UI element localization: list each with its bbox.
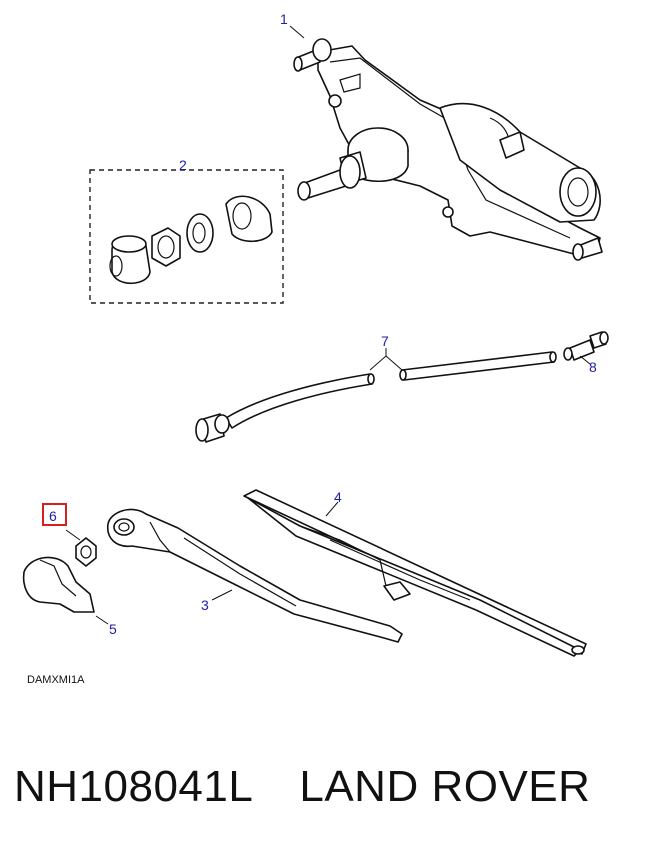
exploded-parts-diagram: 1 2 3 4 5 6 7 8 DAMXMI1A xyxy=(22,11,609,686)
callout-2: 2 xyxy=(179,157,187,173)
callout-6-highlight-box xyxy=(42,503,67,526)
callout-6: 6 xyxy=(49,508,57,524)
spindle-fixing-kit xyxy=(89,169,284,304)
kit-dashed-frame xyxy=(89,169,284,304)
wiper-arm xyxy=(107,508,403,643)
callout-5: 5 xyxy=(109,621,117,637)
part-number: NH108041L xyxy=(14,762,254,811)
leader-3 xyxy=(211,589,233,601)
callout-1: 1 xyxy=(280,11,288,27)
part-caption: NH108041L LAND ROVER xyxy=(14,762,590,812)
nut-cover-cap xyxy=(22,556,95,613)
leader-4 xyxy=(325,501,339,517)
leader-1 xyxy=(289,25,305,39)
arm-fixing-nut xyxy=(75,537,97,567)
leader-8 xyxy=(579,355,591,365)
callout-8: 8 xyxy=(589,359,597,375)
leader-lines xyxy=(65,25,591,625)
diagram-reference-code: DAMXMI1A xyxy=(27,674,85,686)
leader-6 xyxy=(65,529,81,541)
wiper-motor-assembly xyxy=(293,38,603,261)
leader-5 xyxy=(95,615,109,625)
hose-connector xyxy=(563,331,609,361)
callout-3: 3 xyxy=(201,597,209,613)
leader-7 xyxy=(369,348,403,371)
callout-4: 4 xyxy=(334,489,342,505)
wiper-blade xyxy=(243,489,587,657)
washer-hose xyxy=(195,351,557,443)
callout-7: 7 xyxy=(381,333,389,349)
brand-name: LAND ROVER xyxy=(299,762,591,811)
